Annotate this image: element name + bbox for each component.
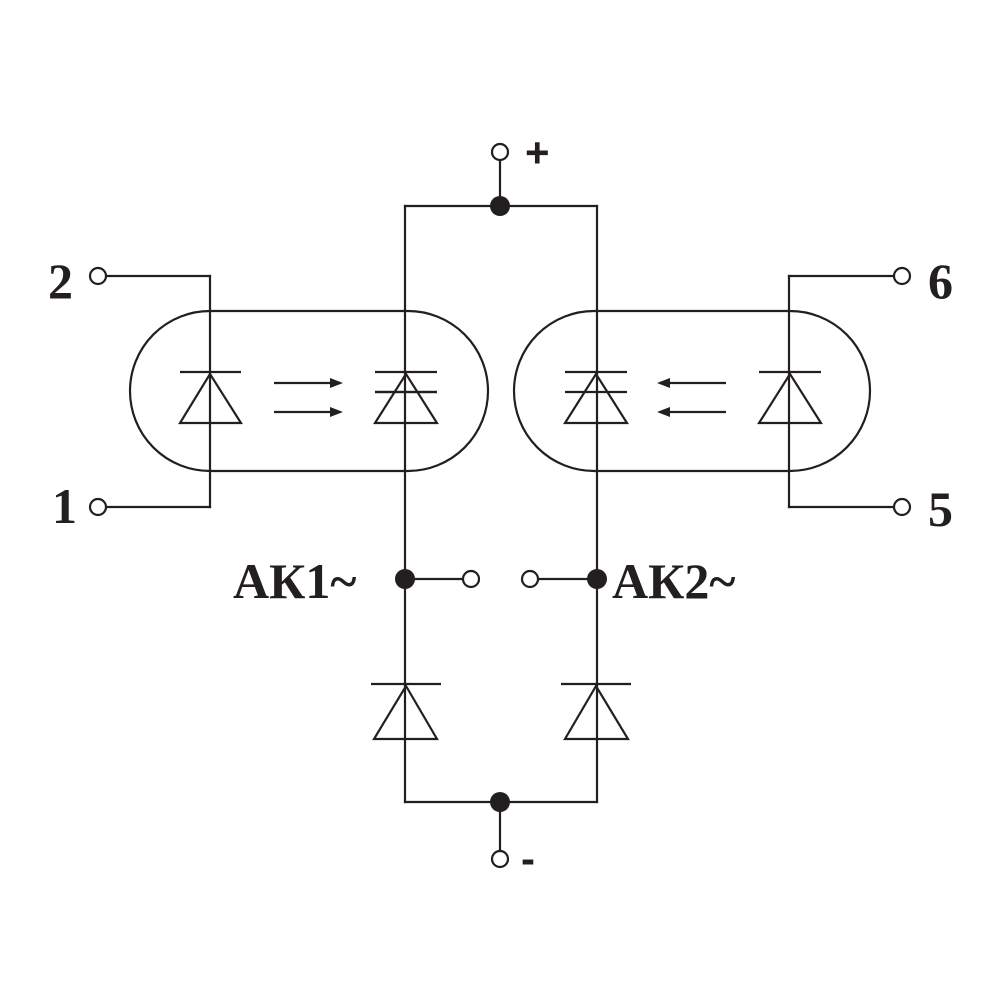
terminal-1 xyxy=(88,497,108,517)
terminal-5 xyxy=(892,497,912,517)
minus-label: - xyxy=(521,835,535,882)
ak2-label: АК2~ xyxy=(612,553,735,609)
terminal-6 xyxy=(892,266,912,286)
pin-6-label: 6 xyxy=(928,253,953,309)
terminal-2 xyxy=(88,266,108,286)
terminal-ak2 xyxy=(520,569,540,589)
plus-label: + xyxy=(525,129,550,176)
light-arrows-right xyxy=(657,378,726,417)
optocoupler-left-body xyxy=(128,309,490,473)
terminal-ak1 xyxy=(461,569,481,589)
pin-1-label: 1 xyxy=(52,478,77,534)
diode-bottom-left xyxy=(371,682,441,741)
light-arrows-left xyxy=(274,378,343,417)
junction-bottom xyxy=(490,792,510,812)
led-left xyxy=(178,370,243,425)
photo-switch-left xyxy=(373,370,439,425)
junction-top xyxy=(490,196,510,216)
terminal-plus xyxy=(490,142,510,162)
junction-ak1 xyxy=(395,569,415,589)
diode-bottom-right xyxy=(561,682,631,741)
optocoupler-right xyxy=(512,274,895,509)
optocoupler-left xyxy=(104,274,490,509)
photo-switch-right xyxy=(563,370,629,425)
pin-5-label: 5 xyxy=(928,481,953,537)
terminal-minus xyxy=(490,849,510,869)
ak1-label: АК1~ xyxy=(233,553,356,609)
bridge-wiring xyxy=(403,158,599,854)
pin-2-label: 2 xyxy=(48,253,73,309)
led-right xyxy=(757,370,823,425)
junction-ak2 xyxy=(587,569,607,589)
